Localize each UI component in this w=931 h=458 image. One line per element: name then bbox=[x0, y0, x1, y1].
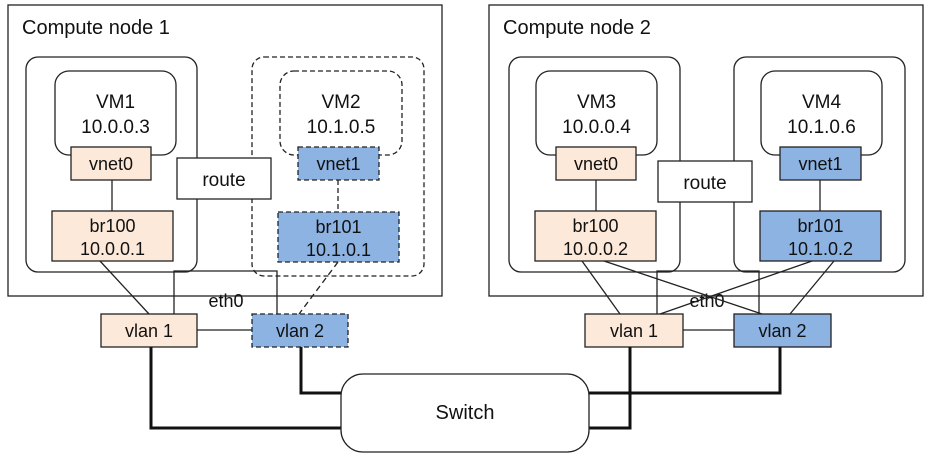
link-br100-vlan1-node-1 bbox=[99, 260, 150, 315]
vm4 bbox=[760, 70, 883, 156]
vlan2-node-1 bbox=[251, 313, 349, 348]
vlan1-label-node-2: vlan 1 bbox=[610, 321, 658, 341]
br101-ip-node-1: 10.1.0.1 bbox=[306, 240, 371, 260]
br101-node-1 bbox=[277, 211, 400, 263]
vm1-name: VM1 bbox=[96, 92, 135, 113]
link-br100-vlan2-node-2 bbox=[603, 260, 763, 315]
vnet0-label-node-1: vnet0 bbox=[89, 154, 133, 174]
link-br101-vlan2-node-1 bbox=[298, 261, 339, 315]
vlan1-node-1 bbox=[100, 313, 198, 348]
vm2-ip: 10.1.0.5 bbox=[307, 117, 376, 138]
vm2-name: VM2 bbox=[321, 92, 360, 113]
link-br100-vlan1-node-2 bbox=[581, 260, 621, 315]
vm4-ip: 10.1.0.6 bbox=[787, 117, 856, 138]
br101-ip-node-2: 10.1.0.2 bbox=[788, 239, 853, 259]
compute-node-2-title: Compute node 2 bbox=[503, 17, 651, 39]
br100-ip-node-2: 10.0.0.2 bbox=[563, 239, 628, 259]
link-br101-vlan2-node-2 bbox=[789, 260, 835, 315]
br100-node-1 bbox=[51, 210, 174, 262]
br101-name-node-1: br101 bbox=[315, 217, 361, 237]
vlan2-node-2 bbox=[733, 313, 832, 348]
eth0-label-node-2: eth0 bbox=[689, 291, 724, 311]
eth0-label-node-1: eth0 bbox=[208, 291, 243, 311]
eth0-outline-node-1 bbox=[173, 270, 278, 314]
route-node-1 bbox=[176, 157, 272, 200]
br100-ip-node-1: 10.0.0.1 bbox=[80, 239, 145, 259]
route-label-node-1: route bbox=[202, 170, 245, 191]
vm1-ip: 10.0.0.3 bbox=[81, 117, 150, 138]
switch-group: Switch bbox=[149, 347, 782, 453]
route-node-2 bbox=[657, 160, 753, 203]
vm3 bbox=[535, 70, 658, 156]
compute-node-1-title: Compute node 1 bbox=[22, 17, 170, 39]
vm3-ip: 10.0.0.4 bbox=[562, 117, 631, 138]
switch-label: Switch bbox=[436, 402, 495, 424]
br100-name-node-2: br100 bbox=[572, 216, 618, 236]
switch bbox=[340, 373, 590, 453]
vnet0-node-1 bbox=[70, 146, 152, 181]
trunk-vlan2-node-2 bbox=[583, 347, 782, 395]
br101-node-2 bbox=[759, 210, 882, 262]
br101-name-node-2: br101 bbox=[797, 216, 843, 236]
vlan2-label-node-2: vlan 2 bbox=[758, 321, 806, 341]
vnet1-label-node-1: vnet1 bbox=[316, 154, 360, 174]
vm2 bbox=[279, 70, 403, 156]
vm1 bbox=[54, 70, 177, 156]
compute-node-2: Compute node 2 VM3 10.0.0.4 VM4 10.1.0.6… bbox=[488, 4, 924, 348]
eth0-outline-node-2 bbox=[656, 270, 760, 314]
vm3-name: VM3 bbox=[577, 92, 616, 113]
vm4-name: VM4 bbox=[802, 92, 842, 113]
vlan1-node-2 bbox=[584, 313, 684, 348]
vlan1-label-node-1: vlan 1 bbox=[125, 321, 173, 341]
vnet0-node-2 bbox=[555, 146, 637, 181]
link-br101-vlan1-node-2 bbox=[659, 260, 813, 315]
vnet0-label-node-2: vnet0 bbox=[574, 154, 618, 174]
vlan2-label-node-1: vlan 2 bbox=[276, 321, 324, 341]
br100-name-node-1: br100 bbox=[89, 216, 135, 236]
trunk-vlan1-node-1 bbox=[149, 347, 347, 430]
vnet1-node-2 bbox=[779, 146, 862, 181]
trunk-vlan1-node-2 bbox=[583, 347, 632, 430]
route-label-node-2: route bbox=[683, 173, 726, 194]
br100-node-2 bbox=[534, 210, 657, 262]
vnet1-node-1 bbox=[297, 146, 380, 181]
vnet1-label-node-2: vnet1 bbox=[798, 154, 842, 174]
compute-node-1: Compute node 1 VM1 10.0.0.3 VM2 10.1.0.5… bbox=[7, 4, 443, 348]
trunk-vlan2-node-1 bbox=[299, 347, 347, 395]
